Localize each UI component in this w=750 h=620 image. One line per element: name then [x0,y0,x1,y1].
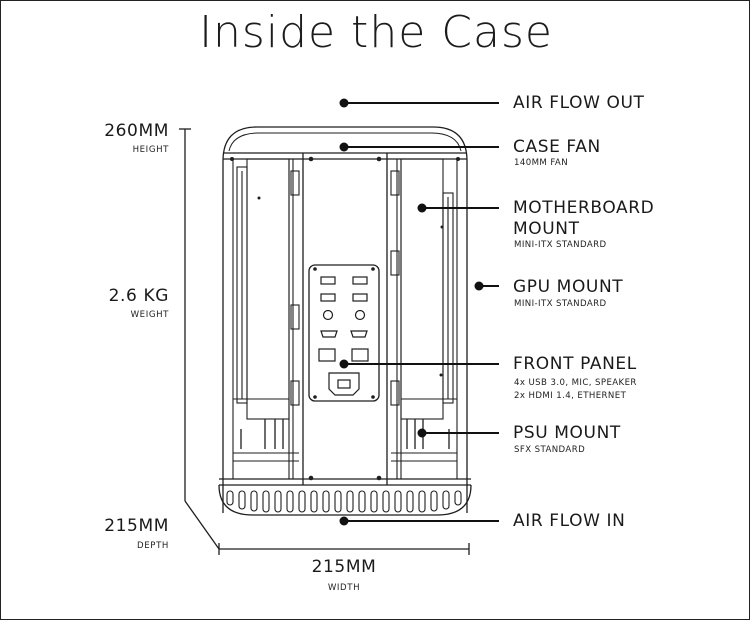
callout-motherboard-mount-detail: MINI-ITX STANDARD [514,240,607,250]
psu-fins [240,419,450,449]
callout-dots [339,98,484,526]
width-label: WIDTH [327,583,361,593]
depth-value: 215MM [104,516,169,536]
bottom-vent-slots [226,490,462,513]
front-panel-ports [318,276,369,396]
page-title: Inside the Case [199,7,553,58]
depth-label: DEPTH [137,541,169,551]
weight-label: WEIGHT [130,310,169,320]
callout-front-panel-detail-2: 2x HDMI 1.4, ETHERNET [514,391,627,401]
callout-psu-mount: PSU MOUNT [513,423,621,443]
callout-motherboard-mount-line1: MOTHERBOARD [513,198,655,218]
left-bay [232,158,300,479]
weight-value: 2.6 KG [108,286,169,306]
callout-front-panel: FRONT PANEL [513,354,637,374]
callout-case-fan-detail: 140MM FAN [514,158,569,168]
callout-leaders [344,102,499,522]
height-label: HEIGHT [132,145,169,155]
callout-motherboard-mount-line2: MOUNT [513,219,580,239]
callout-air-flow-in: AIR FLOW IN [513,511,626,531]
case-outline [218,126,472,516]
center-spine [302,153,388,485]
callout-gpu-mount: GPU MOUNT [513,277,624,297]
callout-front-panel-detail-1: 4x USB 3.0, MIC, SPEAKER [514,378,637,388]
callout-gpu-mount-detail: MINI-ITX STANDARD [514,299,607,309]
screws [230,156,460,481]
width-value: 215MM [311,557,377,577]
callout-air-flow-out: AIR FLOW OUT [513,93,645,113]
callout-case-fan: CASE FAN [513,137,601,157]
callout-psu-mount-detail: SFX STANDARD [514,445,586,455]
height-value: 260MM [104,121,169,141]
height-dimension-line [179,128,470,555]
right-bay [390,158,458,479]
